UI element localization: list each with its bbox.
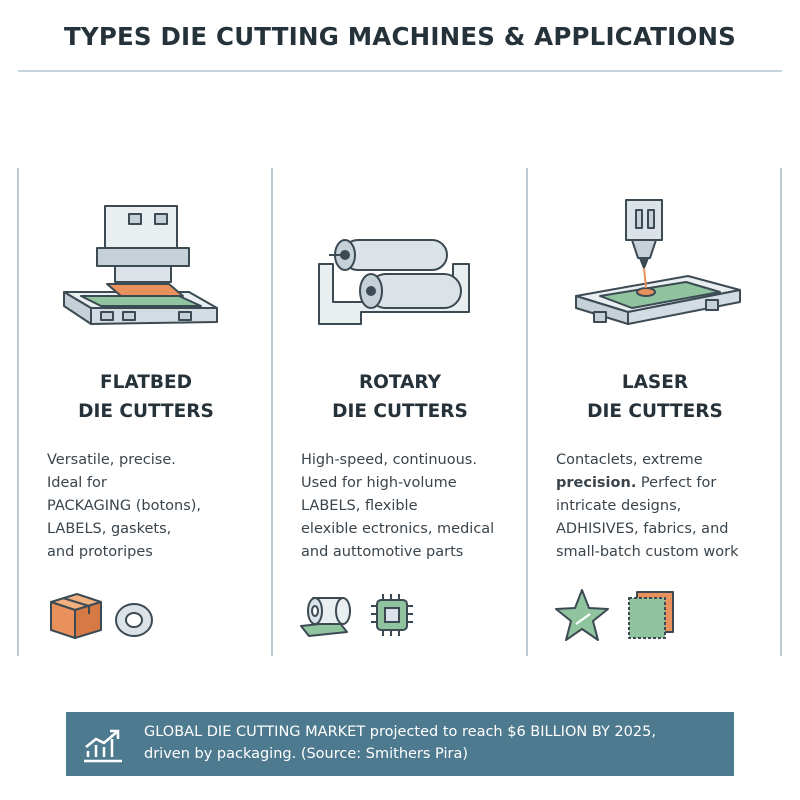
title-divider [18, 70, 782, 72]
flatbed-heading: FLATBED DIE CUTTERS [78, 372, 214, 422]
page-title: TYPES DIE CUTTING MACHINES & APPLICATION… [63, 22, 737, 51]
banner-text: GLOBAL DIE CUTTING MARKET projected to r… [144, 724, 656, 762]
circuit-chip-icon [371, 594, 414, 636]
laser-icons [554, 584, 774, 644]
rotary-icons [299, 584, 519, 644]
label-roll-icon [300, 597, 351, 637]
laser-heading: LASER DIE CUTTERS [587, 372, 723, 422]
flatbed-description: Versatile, precise. Ideal for PACKAGING … [47, 452, 202, 560]
column-divider [526, 168, 528, 656]
column-divider [780, 168, 782, 656]
laser-column: LASER DIE CUTTERS Contaclets, extreme pr… [528, 168, 780, 656]
rotary-heading: ROTARY DIE CUTTERS [332, 372, 468, 422]
box-icon [50, 593, 102, 639]
flatbed-icons [45, 584, 265, 644]
rotary-description: High-speed, continuous. Used for high-vo… [301, 452, 495, 560]
column-divider [271, 168, 273, 656]
laser-description: Contaclets, extreme precision. Perfect f… [556, 449, 780, 564]
market-banner: GLOBAL DIE CUTTING MARKET projected to r… [66, 712, 734, 776]
rotary-machine-icon [318, 239, 470, 325]
growth-chart-icon [84, 729, 122, 763]
rotary-column: ROTARY DIE CUTTERS High-speed, continuou… [273, 168, 526, 656]
flatbed-column: FLATBED DIE CUTTERS Versatile, precise. … [19, 168, 271, 656]
laser-desc-strong-line: precision. Perfect for [556, 475, 717, 491]
star-cutout-icon [555, 589, 609, 641]
column-divider [17, 168, 19, 656]
tape-roll-icon [115, 603, 154, 637]
flatbed-machine-icon [63, 205, 218, 325]
laser-machine-icon [575, 199, 741, 325]
laser-desc-rest: Perfect for [636, 475, 717, 491]
fabric-swatch-icon [628, 591, 675, 639]
